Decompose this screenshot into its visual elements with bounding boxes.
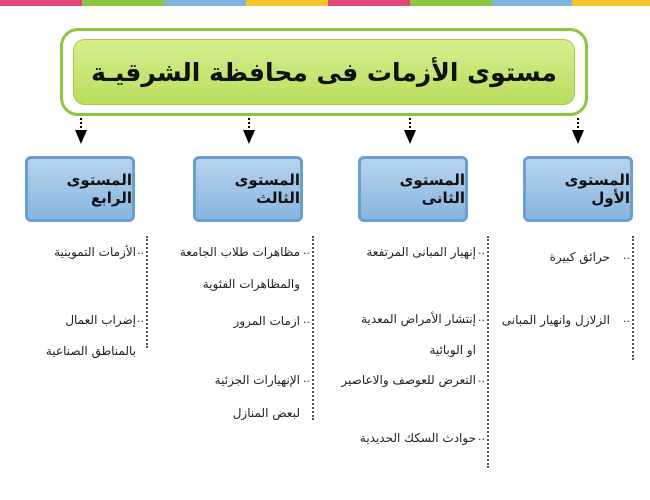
bullet-icon: .. [623, 312, 630, 325]
level-3-item: الإنهيارات الجزئية [214, 373, 300, 387]
bullet-icon: .. [478, 372, 485, 385]
level-4-item: الأزمات التموينية [54, 245, 136, 259]
level-box-4: المستوى الرابع [25, 156, 135, 222]
level-4-item: إضراب العمال [65, 313, 136, 327]
level-3-item: مظاهرات طلاب الجامعة [179, 245, 300, 259]
level-3-item: ازمات المرور [233, 314, 300, 328]
level-1-divider [632, 236, 634, 360]
arrow-down-icon [75, 118, 87, 148]
level-2-divider [487, 236, 489, 468]
title-banner: مستوى الأزمات فى محافظة الشرقيـة [73, 39, 575, 105]
level-3-divider [312, 236, 314, 420]
level-label: المستوى الرابع [66, 171, 132, 207]
top-stripe [492, 0, 572, 6]
level-box-1: المستوى الأول [523, 156, 633, 222]
level-label: المستوى الثالث [234, 171, 300, 207]
arrow-down-icon [404, 118, 416, 148]
bullet-icon: .. [303, 372, 310, 385]
level-label: المستوى الأول [564, 171, 630, 207]
top-stripe [410, 0, 492, 6]
level-2-item: إنهيار المبانى المرتفعة [366, 245, 476, 259]
level-box-2: المستوى الثانى [358, 156, 468, 222]
level-4-divider [146, 236, 148, 348]
level-2-item: حوادث السكك الحديدية [359, 431, 476, 445]
bullet-icon: .. [623, 249, 630, 262]
level-box-3: المستوى الثالث [193, 156, 303, 222]
arrow-down-icon [243, 118, 255, 148]
level-2-item: التعرض للعوصف والاعاصير [341, 373, 476, 387]
top-stripe [164, 0, 246, 6]
bullet-icon: .. [478, 311, 485, 324]
bullet-icon: .. [478, 430, 485, 443]
bullet-icon: .. [137, 244, 144, 257]
top-stripe [328, 0, 410, 6]
bullet-icon: .. [303, 244, 310, 257]
level-1-item: الزلازل وانهيار المبانى [501, 313, 610, 327]
bullet-icon: .. [303, 313, 310, 326]
bullet-icon: .. [137, 312, 144, 325]
level-3-item: والمظاهرات الفئوية [202, 277, 300, 291]
level-1-item: حرائق كبيرة [549, 250, 610, 264]
diagram-title: مستوى الأزمات فى محافظة الشرقيـة [91, 57, 557, 87]
level-label: المستوى الثانى [399, 171, 465, 207]
arrow-down-icon [572, 118, 584, 148]
bullet-icon: .. [478, 244, 485, 257]
top-stripe [82, 0, 164, 6]
level-3-item: لبعض المنازل [232, 406, 300, 420]
top-stripe [572, 0, 650, 6]
top-stripe [0, 0, 82, 6]
top-stripe [246, 0, 328, 6]
level-2-item: إنتشار الأمراض المعدية [361, 312, 476, 326]
level-4-item: بالمناطق الصناعية [45, 344, 136, 358]
title-box: مستوى الأزمات فى محافظة الشرقيـة [60, 28, 588, 116]
level-2-item: او الوبائية [429, 343, 476, 357]
